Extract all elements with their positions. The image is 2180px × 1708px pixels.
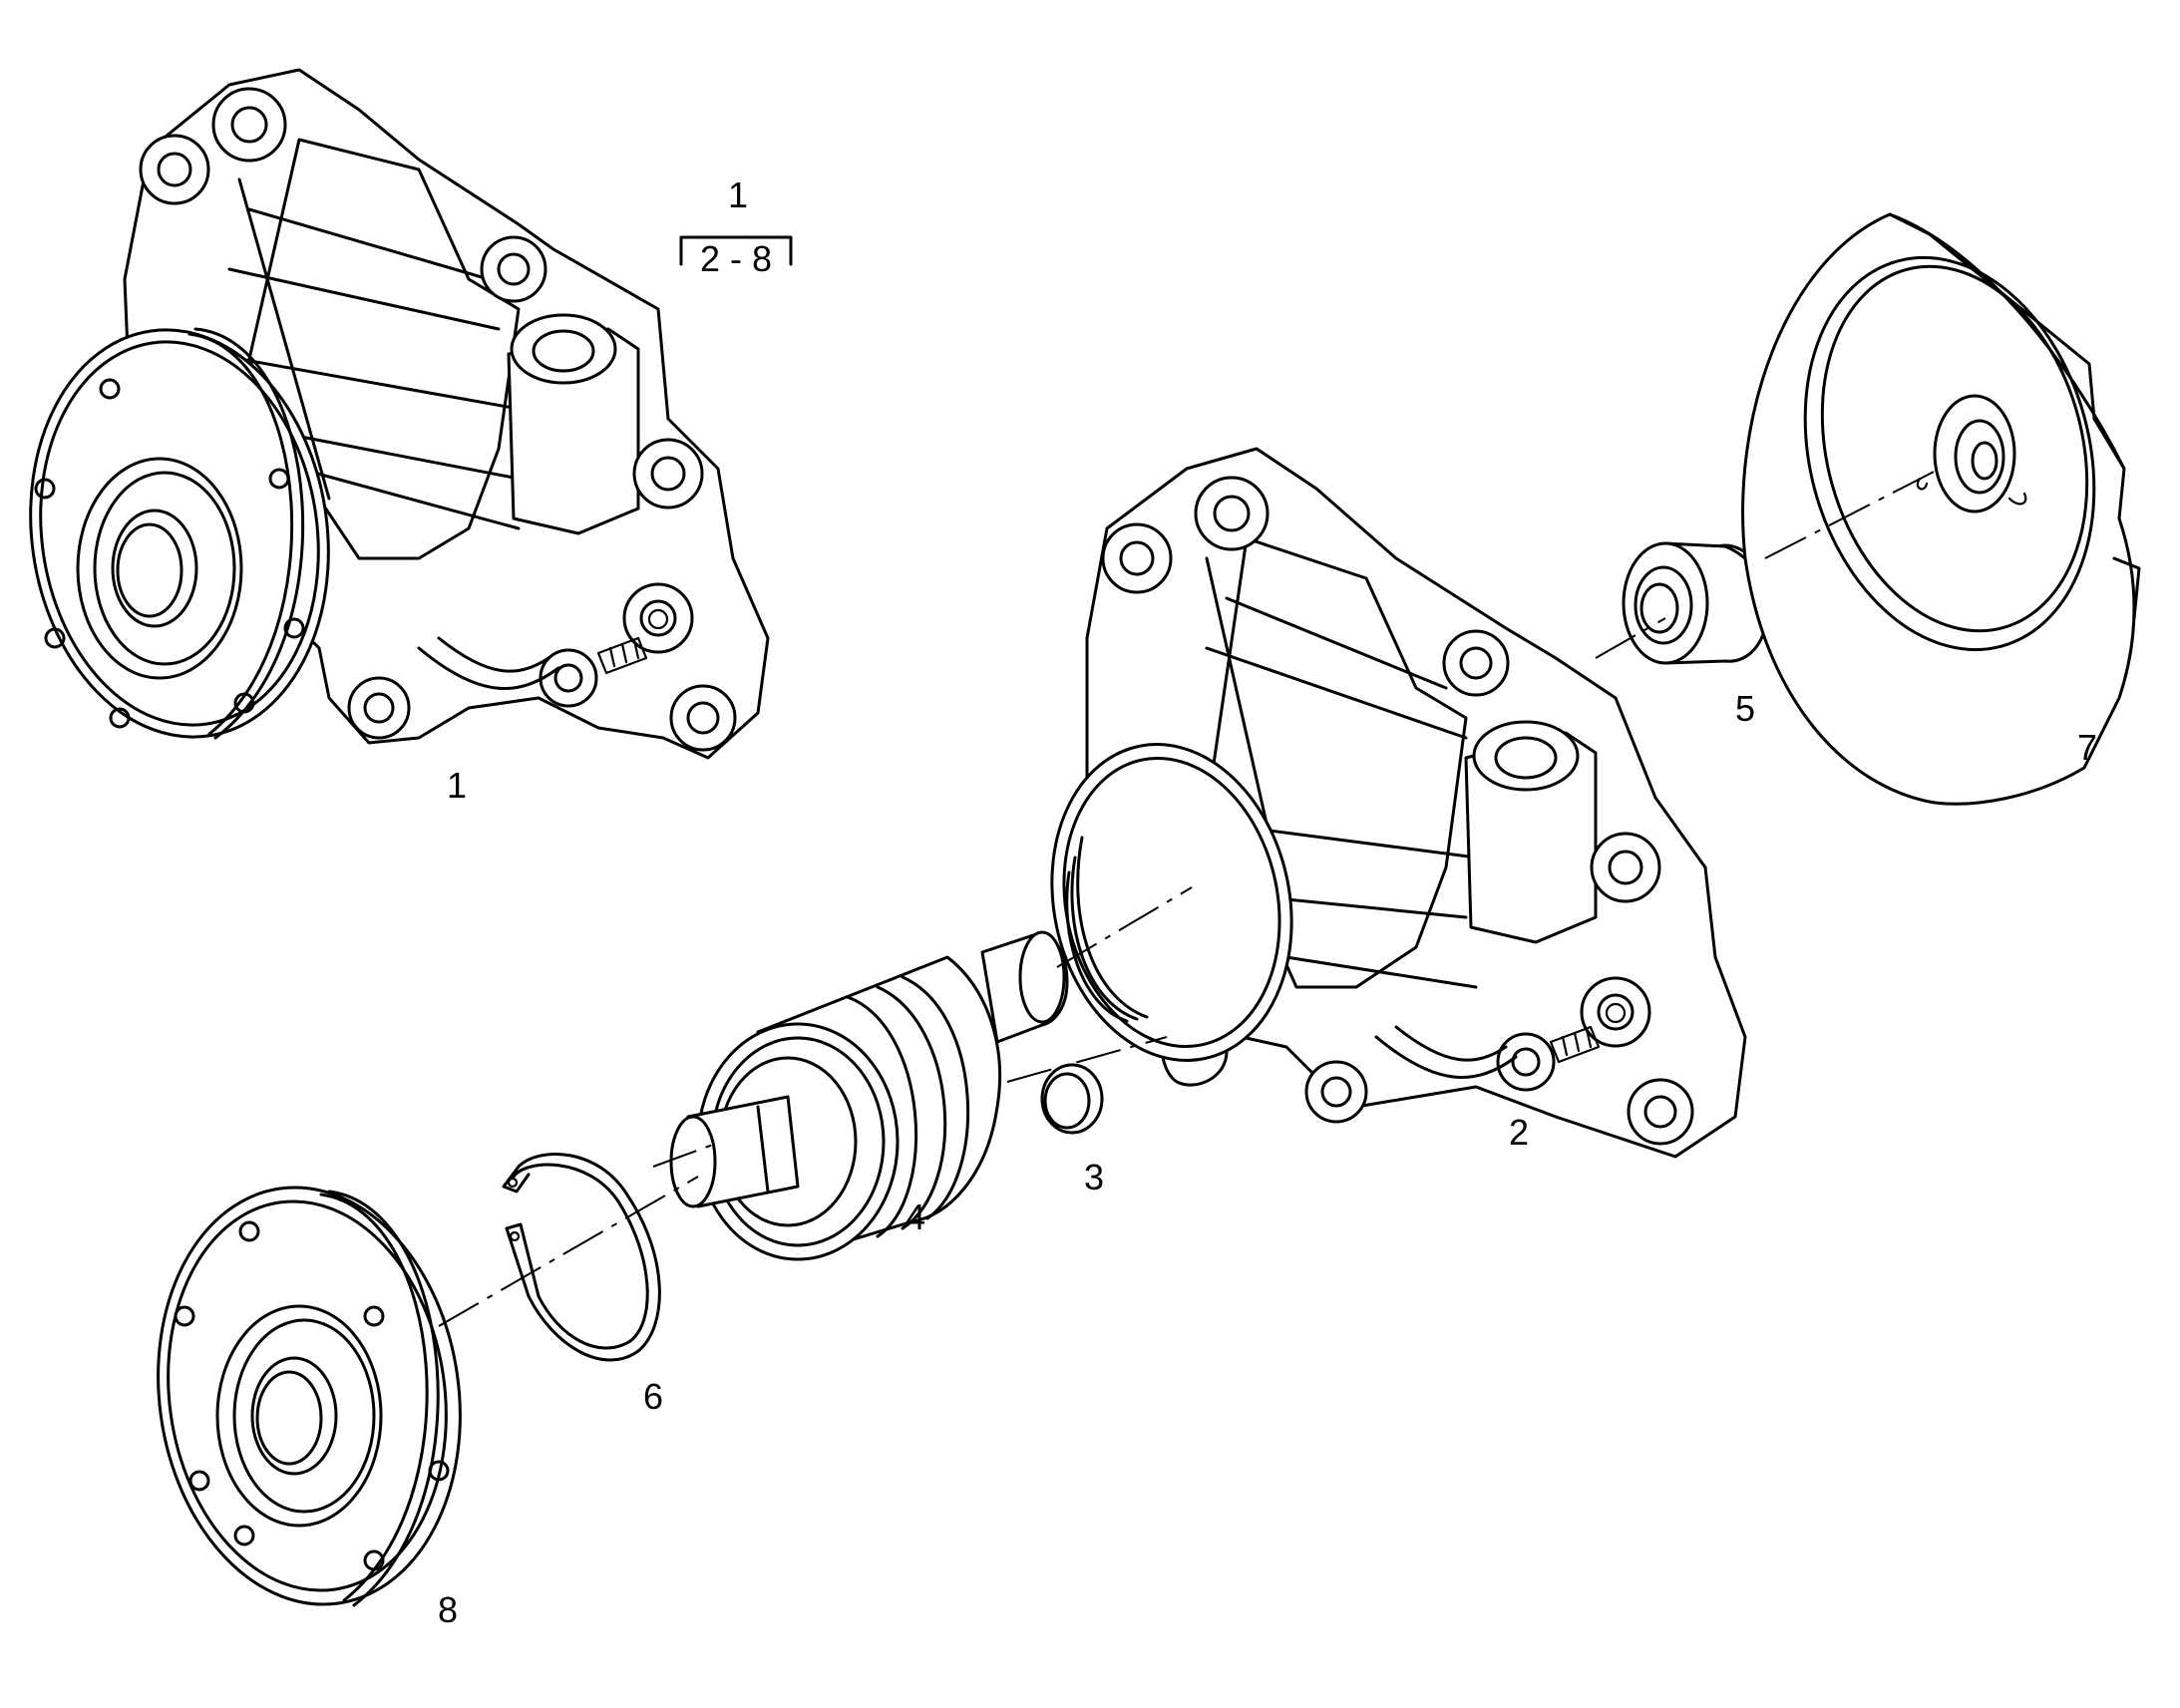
pump-housing [1050,447,1747,1159]
seal-ring [1040,1063,1104,1135]
callout-assembly-range: 2 - 8 [700,238,772,279]
callout-part-6: 6 [643,1376,663,1417]
mechanical-seal [1622,541,1769,665]
callout-part-3: 3 [1084,1157,1104,1197]
assembly-range-bracket [679,235,793,266]
water-pump-assembly [29,68,770,760]
callout-part-4: 4 [906,1196,925,1237]
callout-part-1: 1 [447,765,467,806]
circlip [502,1153,661,1362]
callout-assembly-top: 1 [728,174,748,215]
callout-part-7: 7 [2077,727,2097,768]
pulley-flange [157,1186,462,1607]
callout-part-5: 5 [1735,688,1755,729]
callout-labels: 1 2 - 8 1 2 3 4 5 6 7 8 [438,174,2097,1630]
callout-part-2: 2 [1509,1112,1529,1153]
bearing-shaft [669,930,1069,1261]
callout-part-8: 8 [438,1589,458,1630]
impeller [1741,212,2141,806]
exploded-axis-lines [438,468,1941,1327]
